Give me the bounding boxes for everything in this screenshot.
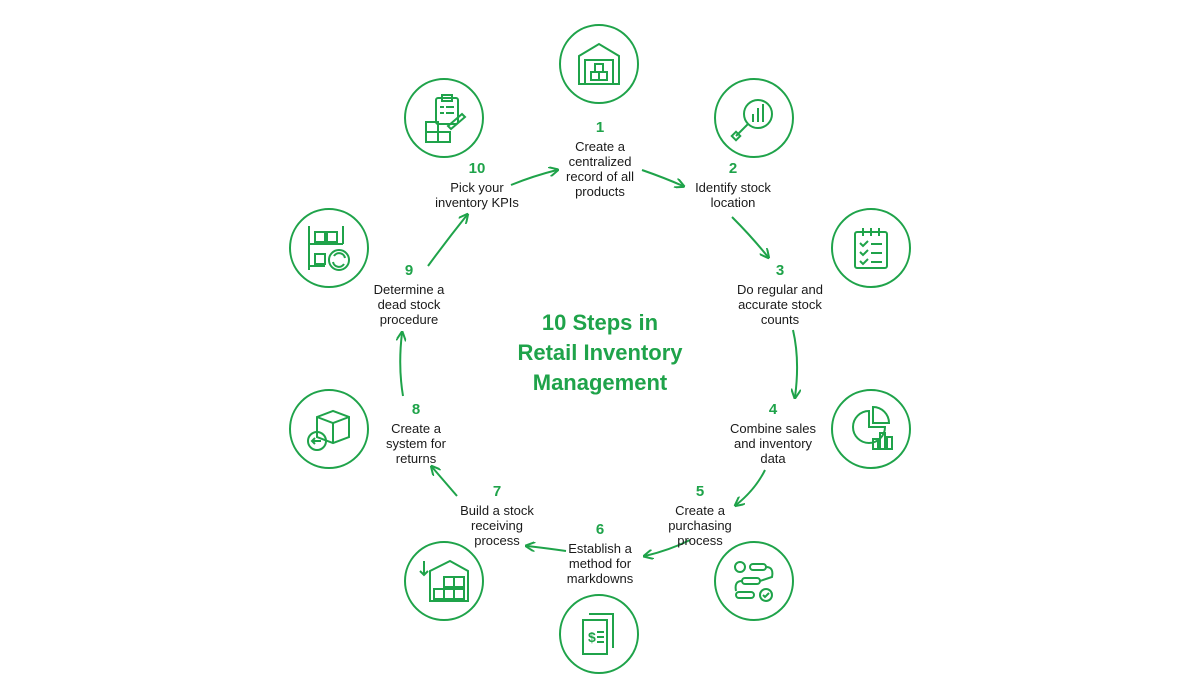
step-5: 5 Create a purchasing process bbox=[644, 483, 756, 548]
step-10: 10 Pick your inventory KPIs bbox=[412, 160, 542, 210]
step-9-icon-circle bbox=[289, 208, 369, 288]
arrow-7-8 bbox=[432, 467, 458, 497]
step-1: 1 Create a centralized record of all pro… bbox=[540, 119, 660, 199]
arrow-2-3 bbox=[731, 216, 768, 257]
step-7-icon-circle bbox=[404, 541, 484, 621]
step-number: 3 bbox=[775, 262, 785, 279]
step-number: 1 bbox=[595, 119, 605, 136]
step-label: Pick your inventory KPIs bbox=[435, 180, 519, 210]
arrow-8-9 bbox=[400, 333, 403, 397]
kpi-clipboard-icon bbox=[425, 94, 467, 143]
step-label: Identify stock location bbox=[695, 180, 771, 210]
step-number: 6 bbox=[595, 521, 605, 538]
arrow-4-5 bbox=[736, 469, 766, 505]
step-9: 9 Determine a dead stock procedure bbox=[348, 262, 470, 327]
step-number: 7 bbox=[492, 483, 502, 500]
step-1-icon-circle bbox=[559, 24, 639, 104]
shelf-refresh-icon bbox=[308, 226, 350, 271]
step-6: 6 Establish a method for markdowns bbox=[544, 521, 656, 586]
step-label: Establish a method for markdowns bbox=[566, 541, 634, 586]
step-number: 9 bbox=[404, 262, 414, 279]
arrow-5-6 bbox=[645, 539, 691, 556]
step-number: 5 bbox=[695, 483, 705, 500]
step-label: Build a stock receiving process bbox=[460, 503, 534, 548]
step-label: Create a purchasing process bbox=[668, 503, 732, 548]
checklist-clipboard-icon bbox=[854, 228, 888, 269]
receiving-boxes-icon bbox=[419, 559, 469, 602]
arrow-3-4 bbox=[793, 329, 797, 397]
arrow-1-2 bbox=[641, 169, 683, 186]
diagram-title: 10 Steps in Retail Inventory Management bbox=[517, 310, 683, 395]
step-7: 7 Build a stock receiving process bbox=[436, 483, 558, 548]
step-2: 2 Identify stock location bbox=[673, 160, 793, 210]
step-2-icon-circle bbox=[714, 78, 794, 158]
step-3-icon-circle bbox=[831, 208, 911, 288]
step-number: 2 bbox=[728, 160, 738, 177]
workflow-gear-icon bbox=[734, 561, 774, 602]
step-number: 10 bbox=[468, 160, 486, 177]
step-3: 3 Do regular and accurate stock counts bbox=[715, 262, 845, 327]
price-document-icon: $ bbox=[582, 613, 614, 655]
arrow-6-7 bbox=[527, 546, 567, 552]
analytics-icon bbox=[852, 405, 893, 450]
step-label: Combine sales and inventory data bbox=[730, 421, 816, 466]
arrow-10-1 bbox=[510, 170, 557, 186]
step-number: 8 bbox=[411, 401, 421, 418]
step-5-icon-circle bbox=[714, 541, 794, 621]
step-label: Do regular and accurate stock counts bbox=[737, 282, 823, 327]
arrow-9-10 bbox=[427, 215, 467, 267]
step-6-icon-circle: $ bbox=[559, 594, 639, 674]
step-label: Determine a dead stock procedure bbox=[373, 282, 445, 327]
step-label: Create a centralized record of all produ… bbox=[566, 139, 634, 199]
magnifier-chart-icon bbox=[730, 99, 773, 142]
step-8-icon-circle bbox=[289, 389, 369, 469]
step-label: Create a system for returns bbox=[386, 421, 446, 466]
step-10-icon-circle bbox=[404, 78, 484, 158]
warehouse-icon bbox=[578, 42, 620, 85]
svg-text:$: $ bbox=[588, 629, 596, 645]
step-4-icon-circle bbox=[831, 389, 911, 469]
step-number: 4 bbox=[768, 401, 778, 418]
step-8: 8 Create a system for returns bbox=[360, 401, 472, 466]
step-4: 4 Combine sales and inventory data bbox=[712, 401, 834, 466]
return-box-icon bbox=[307, 409, 350, 451]
